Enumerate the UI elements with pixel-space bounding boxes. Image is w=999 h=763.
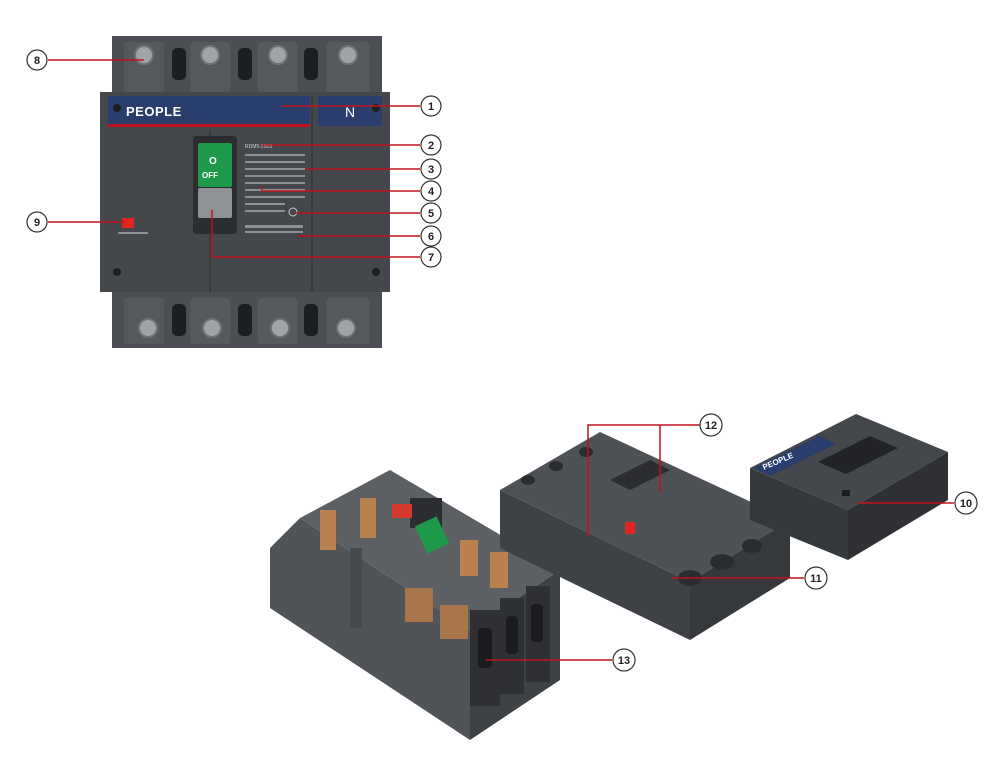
- svg-text:9: 9: [34, 217, 40, 229]
- callout-5: 5: [420, 202, 442, 224]
- callout-badges: 1 2 3 4 5 6 7 8: [26, 49, 978, 672]
- middle-cover: [500, 432, 790, 640]
- svg-text:6: 6: [428, 231, 434, 243]
- middle-cover-side: [690, 520, 790, 640]
- internal-mechanism: [270, 470, 560, 740]
- leader-12a: [587, 424, 700, 536]
- callout-3: 3: [420, 158, 442, 180]
- svg-text:2: 2: [428, 140, 434, 152]
- neutral-label: N: [345, 104, 355, 120]
- nameplate-text-lines: [245, 154, 305, 233]
- handle-symbol: O: [209, 156, 217, 167]
- svg-text:13: 13: [618, 655, 630, 667]
- svg-text:1: 1: [428, 101, 434, 113]
- top-cover-brand-band: [754, 436, 836, 476]
- middle-cover-top: [500, 432, 790, 582]
- brand-band: [108, 96, 310, 126]
- model-number: RDM5-250S: [245, 144, 273, 150]
- callout-13: 13: [612, 648, 636, 672]
- svg-text:3: 3: [428, 164, 434, 176]
- bottom-terminals: [124, 298, 370, 344]
- top-cover-side: [848, 452, 948, 560]
- callout-1: 1: [420, 95, 442, 117]
- test-button: [122, 218, 134, 228]
- callout-12: 12: [699, 413, 723, 437]
- top-cover-window: [818, 436, 898, 474]
- callout-10: 10: [954, 491, 978, 515]
- callout-9: 9: [26, 211, 48, 233]
- callout-6: 6: [420, 225, 442, 247]
- leader-7: [211, 210, 420, 258]
- callout-4: 4: [420, 180, 442, 202]
- ccc-mark: [288, 207, 298, 217]
- mechanism-red-part: [392, 504, 412, 518]
- handle-window: [198, 143, 232, 187]
- svg-text:8: 8: [34, 55, 40, 67]
- brand-logo: PEOPLE: [126, 104, 182, 119]
- svg-text:5: 5: [428, 208, 434, 220]
- svg-text:4: 4: [428, 186, 435, 198]
- copper-contacts: [320, 498, 508, 639]
- middle-cover-window: [610, 460, 670, 490]
- top-cover: PEOPLE: [750, 414, 948, 560]
- base-housing-side: [270, 518, 470, 740]
- top-terminals: [124, 42, 370, 92]
- callout-7: 7: [420, 246, 442, 268]
- svg-text:10: 10: [960, 498, 972, 510]
- svg-text:11: 11: [810, 573, 822, 585]
- callout-2: 2: [420, 134, 442, 156]
- middle-cover-test-button: [625, 522, 635, 534]
- mechanism-handle-green: [414, 516, 450, 554]
- callout-11: 11: [804, 566, 828, 590]
- operating-handle: [198, 188, 232, 218]
- neutral-panel: [318, 96, 382, 126]
- middle-cover-front: [500, 490, 690, 640]
- top-cover-front: [750, 468, 848, 560]
- leader-lines: [48, 59, 954, 661]
- svg-text:12: 12: [705, 420, 717, 432]
- handle-state: OFF: [202, 171, 218, 180]
- assembled-breaker: PEOPLE N O OFF RDM5-250S: [100, 36, 390, 348]
- svg-text:7: 7: [428, 252, 434, 264]
- callout-8: 8: [26, 49, 48, 71]
